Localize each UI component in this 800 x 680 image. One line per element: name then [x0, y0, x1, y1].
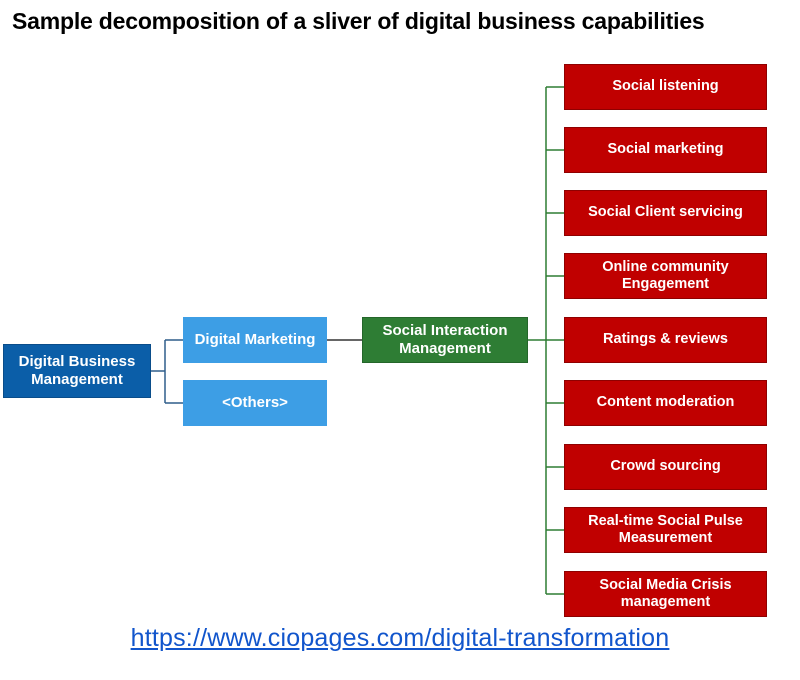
node-content-moderation: Content moderation	[564, 380, 767, 426]
node-others: <Others>	[183, 380, 327, 426]
node-online-community-engagement: Online community Engagement	[564, 253, 767, 299]
diagram-title: Sample decomposition of a sliver of digi…	[12, 8, 705, 34]
source-url-link[interactable]: https://www.ciopages.com/digital-transfo…	[130, 624, 670, 652]
node-social-client-servicing: Social Client servicing	[564, 190, 767, 236]
node-social-marketing: Social marketing	[564, 127, 767, 173]
node-crowd-sourcing: Crowd sourcing	[564, 444, 767, 490]
node-social-media-crisis: Social Media Crisis management	[564, 571, 767, 617]
node-social-interaction-management: Social Interaction Management	[362, 317, 528, 363]
node-real-time-social-pulse: Real-time Social Pulse Measurement	[564, 507, 767, 553]
node-digital-business-management: Digital Business Management	[3, 344, 151, 398]
node-ratings-reviews: Ratings & reviews	[564, 317, 767, 363]
node-social-listening: Social listening	[564, 64, 767, 110]
node-digital-marketing: Digital Marketing	[183, 317, 327, 363]
